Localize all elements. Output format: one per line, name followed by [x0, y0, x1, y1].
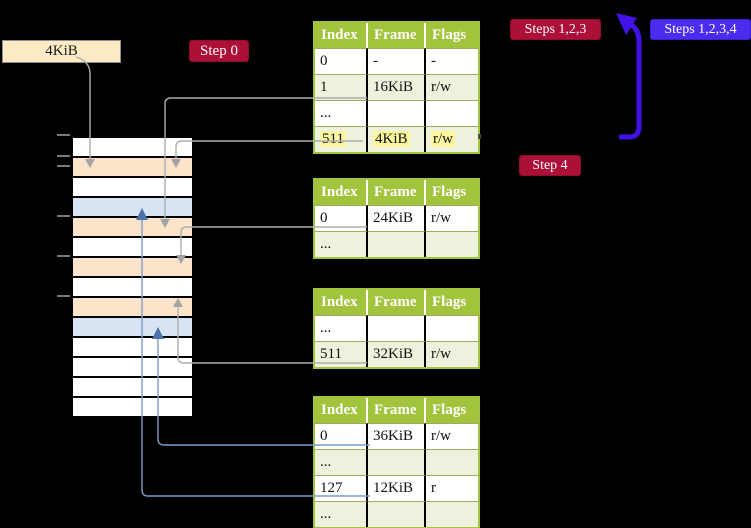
- table-cell: [426, 315, 478, 341]
- memory-row: [73, 196, 192, 216]
- table-cell: ...: [315, 501, 368, 527]
- table-cell: [368, 449, 426, 475]
- table-cell: 0: [315, 48, 368, 74]
- memory-row: [73, 316, 192, 336]
- table-cell: -: [368, 48, 426, 74]
- column-header-frame: Frame: [368, 290, 426, 315]
- memory-row: [73, 138, 192, 156]
- memory-row: [73, 176, 192, 196]
- table-cell: 511: [315, 341, 368, 367]
- table-cell: 1: [315, 74, 368, 100]
- tick-marks: [57, 134, 70, 297]
- page-table-2: Index Frame Flags 0 24KiB r/w ...: [313, 178, 480, 259]
- table-cell: 0: [315, 205, 368, 231]
- memory-row: [73, 236, 192, 256]
- column-header-flags: Flags: [426, 290, 478, 315]
- table-cell: r/w: [426, 74, 478, 100]
- column-header-index: Index: [315, 290, 368, 315]
- column-header-flags: Flags: [426, 398, 478, 423]
- table-cell: [368, 231, 426, 257]
- table-cell: r/w: [426, 205, 478, 231]
- table-cell: 24KiB: [368, 205, 426, 231]
- memory-row: [73, 296, 192, 316]
- memory-row: [73, 376, 192, 396]
- table-cell: 12KiB: [368, 475, 426, 501]
- table-cell: r: [426, 475, 478, 501]
- badge-step-4: Step 4: [519, 155, 581, 176]
- memory-row: [73, 336, 192, 356]
- table-cell: ...: [315, 315, 368, 341]
- table-cell: [426, 100, 478, 126]
- table-cell: [368, 100, 426, 126]
- page-table-1: Index Frame Flags 0 - - 1 16KiB r/w ... …: [313, 21, 480, 154]
- table-cell: -: [426, 48, 478, 74]
- table-cell: [368, 501, 426, 527]
- table-cell: r/w: [426, 341, 478, 367]
- memory-row: [73, 156, 192, 176]
- column-header-flags: Flags: [426, 180, 478, 205]
- column-header-frame: Frame: [368, 180, 426, 205]
- table-cell: [426, 501, 478, 527]
- table-cell: 0: [315, 423, 368, 449]
- table-cell: [426, 449, 478, 475]
- table-cell: ...: [315, 449, 368, 475]
- memory-row: [73, 356, 192, 376]
- badge-steps-1-2-3-4: Steps 1,2,3,4: [650, 19, 751, 40]
- memory-row: [73, 396, 192, 416]
- page-table-3: Index Frame Flags ... 511 32KiB r/w: [313, 288, 480, 369]
- table-cell: ...: [315, 100, 368, 126]
- column-header-frame: Frame: [368, 398, 426, 423]
- memory-row: [73, 216, 192, 236]
- table-cell: 32KiB: [368, 341, 426, 367]
- column-header-index: Index: [315, 180, 368, 205]
- memory-row: [73, 276, 192, 296]
- big-blue-arrow: [616, 13, 642, 140]
- table-cell: ...: [315, 231, 368, 257]
- table-cell: r/w: [426, 423, 478, 449]
- table-cell: [426, 231, 478, 257]
- table-cell: [368, 315, 426, 341]
- badge-steps-1-2-3: Steps 1,2,3: [510, 19, 601, 40]
- memory-row: [73, 256, 192, 276]
- page-table-4: Index Frame Flags 0 36KiB r/w ... 127 12…: [313, 396, 480, 528]
- column-header-index: Index: [315, 398, 368, 423]
- column-header-frame: Frame: [368, 23, 426, 48]
- table-cell: 36KiB: [368, 423, 426, 449]
- table-cell-highlighted: 4KiB: [368, 126, 426, 152]
- table-cell-highlighted: 511: [315, 126, 368, 152]
- column-header-flags: Flags: [426, 23, 478, 48]
- memory-column: [71, 136, 194, 418]
- table-cell: 16KiB: [368, 74, 426, 100]
- page-size-label: 4KiB: [2, 40, 121, 63]
- badge-step-0: Step 0: [189, 40, 249, 62]
- column-header-index: Index: [315, 23, 368, 48]
- table-cell: 127: [315, 475, 368, 501]
- table-cell-highlighted: r/w: [426, 126, 478, 152]
